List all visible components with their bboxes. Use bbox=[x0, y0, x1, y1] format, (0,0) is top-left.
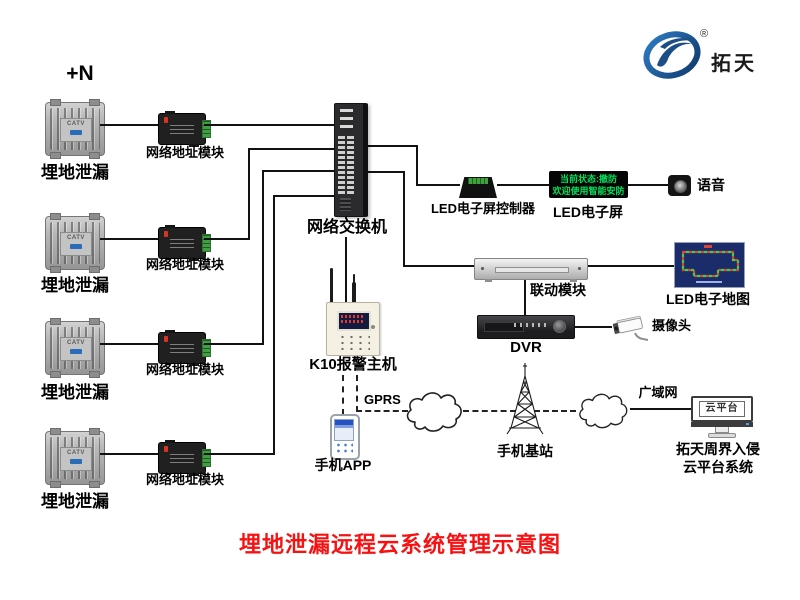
led-controller-label: LED电子屏控制器 bbox=[430, 201, 535, 216]
led-map-label: LED电子地图 bbox=[666, 291, 750, 307]
monitor-screen-text: 云平台 bbox=[699, 401, 745, 417]
connector-line bbox=[403, 171, 405, 267]
dvr-icon bbox=[477, 315, 575, 339]
connector-line bbox=[403, 265, 475, 267]
power-led-icon bbox=[746, 423, 749, 425]
cloud-icon bbox=[406, 392, 462, 432]
linkage-label: 联动模块 bbox=[530, 282, 586, 298]
connector-line bbox=[416, 145, 418, 186]
platform-label-line2: 云平台系统 bbox=[683, 459, 753, 475]
connector-line bbox=[262, 170, 336, 172]
phone-app-label: 手机APP bbox=[314, 457, 372, 473]
wan-label: 广域网 bbox=[638, 385, 678, 400]
device-plate-text: CATV bbox=[67, 450, 85, 456]
connector-line bbox=[586, 265, 674, 267]
camera-icon bbox=[612, 315, 649, 341]
device-brand-mark bbox=[70, 459, 82, 464]
connector-line bbox=[100, 453, 158, 455]
connector-line bbox=[100, 343, 158, 345]
device-plate-text: CATV bbox=[67, 235, 85, 241]
network-address-module-icon bbox=[158, 225, 211, 261]
phone-app-icon bbox=[330, 414, 360, 460]
buried-leakage-device-icon: CATV bbox=[45, 99, 105, 159]
antenna-icon bbox=[353, 274, 355, 284]
connector-line bbox=[345, 215, 347, 303]
platform-label-line1: 拓天周界入侵 bbox=[676, 441, 760, 457]
linkage-module-icon bbox=[474, 258, 588, 282]
network-switch-icon bbox=[334, 103, 368, 217]
buried-leakage-device-icon: CATV bbox=[45, 318, 105, 378]
camera-label: 摄像头 bbox=[652, 318, 692, 333]
device-brand-mark bbox=[70, 244, 82, 249]
connector-line bbox=[524, 279, 526, 316]
antenna-icon bbox=[330, 268, 333, 304]
connector-line bbox=[100, 238, 158, 240]
gprs-label: GPRS bbox=[364, 392, 401, 407]
connector-line bbox=[628, 184, 668, 186]
led-screen-text-line1: 当前状态:撤防 bbox=[560, 174, 617, 184]
led-screen-controller-icon bbox=[459, 177, 497, 198]
connector-line bbox=[630, 408, 693, 410]
base-station-label: 手机基站 bbox=[497, 443, 553, 459]
antenna-icon bbox=[352, 282, 356, 304]
led-screen-label: LED电子屏 bbox=[553, 204, 623, 220]
cloud-platform-monitor-icon: 云平台 bbox=[691, 396, 753, 438]
connector-line bbox=[248, 148, 250, 240]
device-label: 埋地泄漏 bbox=[41, 163, 109, 182]
connector-line bbox=[416, 184, 460, 186]
registered-mark: ® bbox=[700, 28, 708, 40]
speaker-icon bbox=[668, 175, 691, 196]
network-address-module-icon bbox=[158, 111, 211, 147]
device-brand-mark bbox=[70, 130, 82, 135]
device-plate-text: CATV bbox=[67, 340, 85, 346]
connector-line bbox=[497, 184, 549, 186]
wireless-link-dashed bbox=[356, 375, 358, 412]
wireless-link-dashed bbox=[356, 410, 408, 412]
led-screen-icon: 当前状态:撤防 欢迎使用智能安防 bbox=[549, 171, 628, 198]
connector-line bbox=[273, 195, 275, 455]
k10-label: K10报警主机 bbox=[297, 356, 409, 374]
led-screen-text-line2: 欢迎使用智能安防 bbox=[552, 186, 625, 196]
buried-leakage-device-icon: CATV bbox=[45, 213, 105, 273]
led-map-icon bbox=[674, 242, 745, 288]
connector-line bbox=[100, 124, 158, 126]
connector-line bbox=[360, 145, 418, 147]
module-label: 网络地址模块 bbox=[145, 145, 224, 160]
company-logo-icon: ® bbox=[643, 28, 708, 79]
connector-line bbox=[248, 148, 336, 150]
plus-n-annotation: +N bbox=[66, 62, 94, 85]
connector-line bbox=[572, 326, 612, 328]
cloud-icon bbox=[579, 393, 628, 429]
diagram-title: 埋地泄漏远程云系统管理示意图 bbox=[238, 532, 561, 557]
buried-leakage-device-icon: CATV bbox=[45, 428, 105, 488]
dvr-label: DVR bbox=[510, 339, 542, 356]
network-address-module-icon bbox=[158, 440, 211, 476]
k10-alarm-host-icon bbox=[326, 302, 380, 356]
connector-line bbox=[204, 453, 275, 455]
module-label: 网络地址模块 bbox=[145, 472, 224, 487]
wireless-link-dashed bbox=[342, 375, 344, 415]
connector-line bbox=[204, 238, 250, 240]
connector-line bbox=[360, 171, 405, 173]
device-label: 埋地泄漏 bbox=[41, 276, 109, 295]
company-name: 拓天 bbox=[711, 53, 757, 75]
wireless-link-dashed bbox=[534, 410, 576, 412]
module-label: 网络地址模块 bbox=[145, 257, 224, 272]
device-brand-mark bbox=[70, 349, 82, 354]
wireless-link-dashed bbox=[463, 410, 516, 412]
device-plate-text: CATV bbox=[67, 121, 85, 127]
voice-label: 语音 bbox=[697, 177, 725, 193]
network-address-module-icon bbox=[158, 330, 211, 366]
connector-line bbox=[204, 343, 264, 345]
connector-line bbox=[204, 124, 336, 126]
connector-line bbox=[262, 170, 264, 345]
connector-line bbox=[273, 195, 336, 197]
device-label: 埋地泄漏 bbox=[41, 383, 109, 402]
module-label: 网络地址模块 bbox=[145, 362, 224, 377]
device-label: 埋地泄漏 bbox=[41, 492, 109, 511]
switch-label: 网络交换机 bbox=[306, 219, 388, 238]
base-station-tower-icon bbox=[506, 363, 544, 435]
